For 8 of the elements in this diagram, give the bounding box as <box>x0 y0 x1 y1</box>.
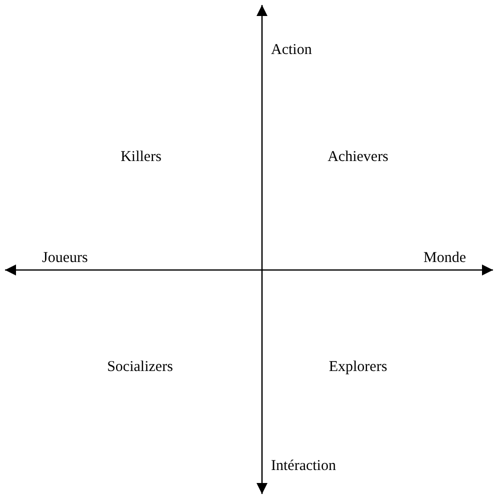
quadrant-label: Socializers <box>107 358 173 376</box>
quadrant-label: Achievers <box>328 148 388 166</box>
quadrant-label: Killers <box>120 148 162 166</box>
axis-label: Action <box>271 41 312 59</box>
axis-label: Monde <box>424 249 466 267</box>
axis-label: Joueurs <box>42 249 88 267</box>
axis-label: Intéraction <box>271 457 336 475</box>
quadrant-label: Explorers <box>328 358 388 376</box>
